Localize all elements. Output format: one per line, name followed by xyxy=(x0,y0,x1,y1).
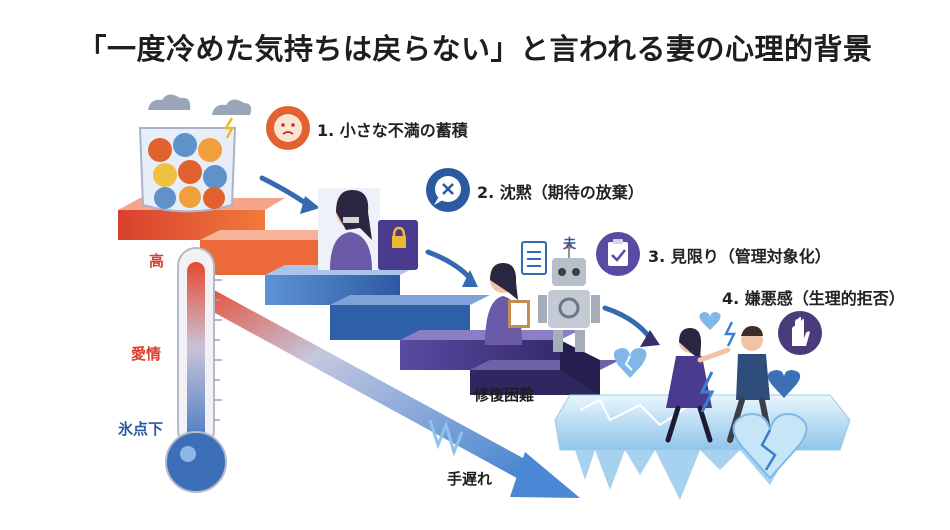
thermometer xyxy=(165,247,227,493)
broken-heart-icon xyxy=(613,348,647,378)
decline-arrow xyxy=(195,285,580,498)
husband-label: 夫 xyxy=(563,237,577,252)
thermometer-high-label: 高 xyxy=(149,252,165,270)
lightning-icon xyxy=(699,321,737,413)
broken-heart-icon-small xyxy=(699,312,721,330)
broken-heart-icon-right xyxy=(767,370,801,398)
stop-hand-icon xyxy=(778,311,822,355)
thermometer-low-label: 氷点下 xyxy=(118,420,164,438)
thermometer-middle-label: 愛情 xyxy=(131,345,162,363)
stair-step-6 xyxy=(470,370,600,395)
too-late-label: 手遅れ xyxy=(447,470,493,488)
frozen-broken-heart-icon xyxy=(732,413,808,480)
woman-rejecting-figure xyxy=(665,328,731,443)
stage-label-3: 3. 見限り（管理対象化） xyxy=(648,247,831,266)
speech-bubble-x-icon xyxy=(426,168,470,212)
checklist-icon xyxy=(521,241,547,275)
stage-label-2: 2. 沈黙（期待の放棄） xyxy=(477,183,644,202)
stage-label-4: 4. 嫌悪感（生理的拒否） xyxy=(722,289,905,308)
locked-diary-icon xyxy=(378,220,418,270)
woman-clipboard-figure xyxy=(485,263,530,345)
repair-difficult-label: 修復困難 xyxy=(474,386,535,404)
clipboard-check-icon xyxy=(596,232,640,276)
stage-label-1: 1. 小さな不満の蓄積 xyxy=(317,121,468,140)
page-title: 「一度冷めた気持ちは戻らない」と言われる妻の心理的背景 xyxy=(77,32,873,66)
silent-woman-figure xyxy=(318,188,380,270)
jar-of-frustrations xyxy=(138,94,252,213)
robot-husband-figure xyxy=(538,243,600,352)
sad-face-icon xyxy=(266,106,310,150)
